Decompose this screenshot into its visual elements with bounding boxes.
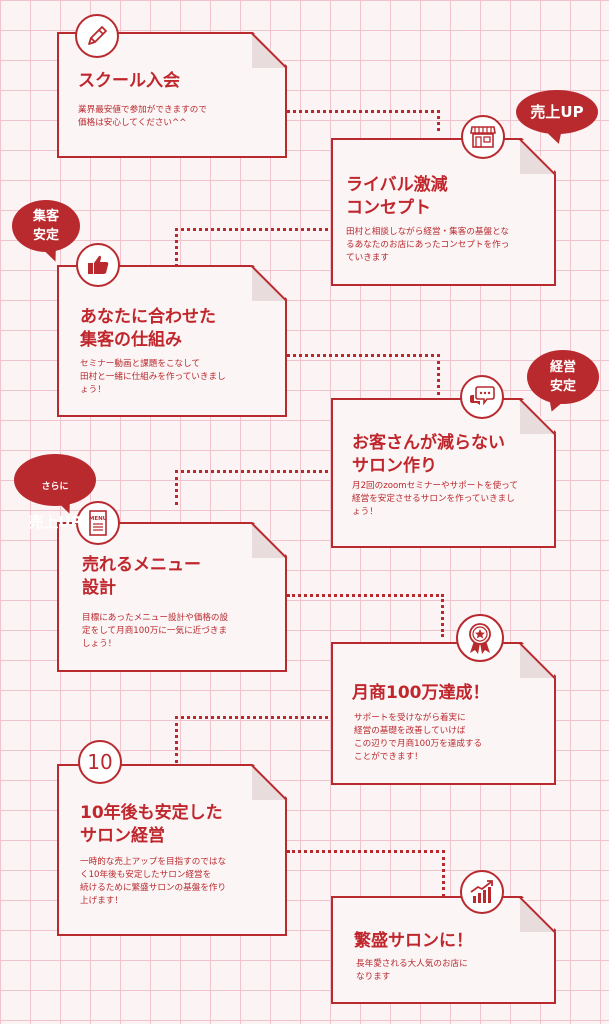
menu-icon: MENU [76,501,120,545]
step-title: 売れるメニュー 設計 [82,555,201,598]
number-10-icon: 10 [78,740,122,784]
step-description: 業界最安値で参加ができますので 価格は安心してください^^ [78,105,207,128]
badge-sales-up-label: 売上UP [28,513,82,531]
growth-chart-icon [460,870,504,914]
connector-3-4 [287,354,440,395]
card-fold [520,398,556,434]
connector-4-5 [175,470,334,505]
step-card-10-years [57,764,287,936]
badge-more-label: さらに [41,482,69,492]
step-description: セミナー動画と課題をこなして 田村と一緒に仕組みを作っていきまし ょう！ [80,359,226,395]
step-description: 目標にあったメニュー設計や価格の設 定をして月商100万に一気に近づきま しょう… [82,613,229,649]
connector-6-7 [175,716,334,763]
card-fold [520,896,556,932]
badge-management-stable: 経営 安定 [527,350,599,404]
card-fold [252,522,288,558]
card-fold [520,642,556,678]
step-title: あなたに合わせた 集客の仕組み [80,307,216,350]
step-description: 月2回のzoomセミナーやサポートを使って 経営を安定させるサロンを作っていきま… [352,481,518,517]
connector-5-6 [287,594,444,637]
step-description: サポートを受けながら着実に 経営の基礎を改善していけば この辺りで月商100万を… [354,713,483,762]
step-description: 長年愛される大人気のお店に なります [356,959,468,982]
card-fold [252,32,288,68]
step-card-monthly-1m [331,642,556,785]
badge-sales-up: 売上UP [516,90,598,134]
card-fold [520,138,556,174]
step-card-thriving-salon [331,896,556,1004]
step-title: スクール入会 [78,71,180,91]
badge-more-sales-up: さらに 売上UP [14,454,96,531]
step-description: 一時的な売上アップを目指すのではな く10年後も安定したサロン経営を 続けるため… [80,857,227,906]
step-title: 10年後も安定した サロン経営 [80,803,223,846]
step-card-retention-salon [331,398,556,548]
step-title: お客さんが減らない サロン作り [352,433,505,476]
step-card-concept [331,138,556,286]
step-card-acquisition-system [57,265,287,417]
step-title: ライバル激減 コンセプト [346,175,448,218]
card-fold [252,764,288,800]
step-title: 月商100万達成！ [352,683,490,703]
step-description: 田村と相談しながら経営・集客の基盤とな るあなたのお店にあったコンセプトを作っ … [346,227,510,263]
connector-7-8 [287,850,445,897]
card-fold [252,265,288,301]
connector-1-2 [287,110,440,131]
thumbs-up-icon [76,243,120,287]
badge-acquisition-stable: 集客 安定 [12,200,80,252]
number-10-label: 10 [87,750,113,774]
chat-bubbles-icon [460,375,504,419]
award-medal-icon [456,614,504,662]
connector-2-3 [175,228,334,267]
pencil-icon [75,14,119,58]
step-card-menu-design [57,522,287,672]
step-title: 繁盛サロンに！ [354,931,473,951]
storefront-icon [461,115,505,159]
menu-icon-label: MENU [89,516,107,522]
